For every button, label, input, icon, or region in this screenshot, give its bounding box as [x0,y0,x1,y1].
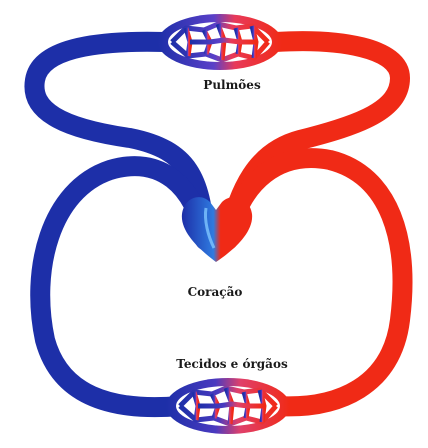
heart [182,197,252,262]
tissue-capillary-bed [166,378,290,434]
tissues-label: Tecidos e órgãos [176,357,287,371]
lung-capillary-bed [158,14,282,70]
heart-label: Coração [188,285,243,299]
lungs-label: Pulmões [203,78,260,92]
pulmonary-vein-vessel [228,41,400,235]
